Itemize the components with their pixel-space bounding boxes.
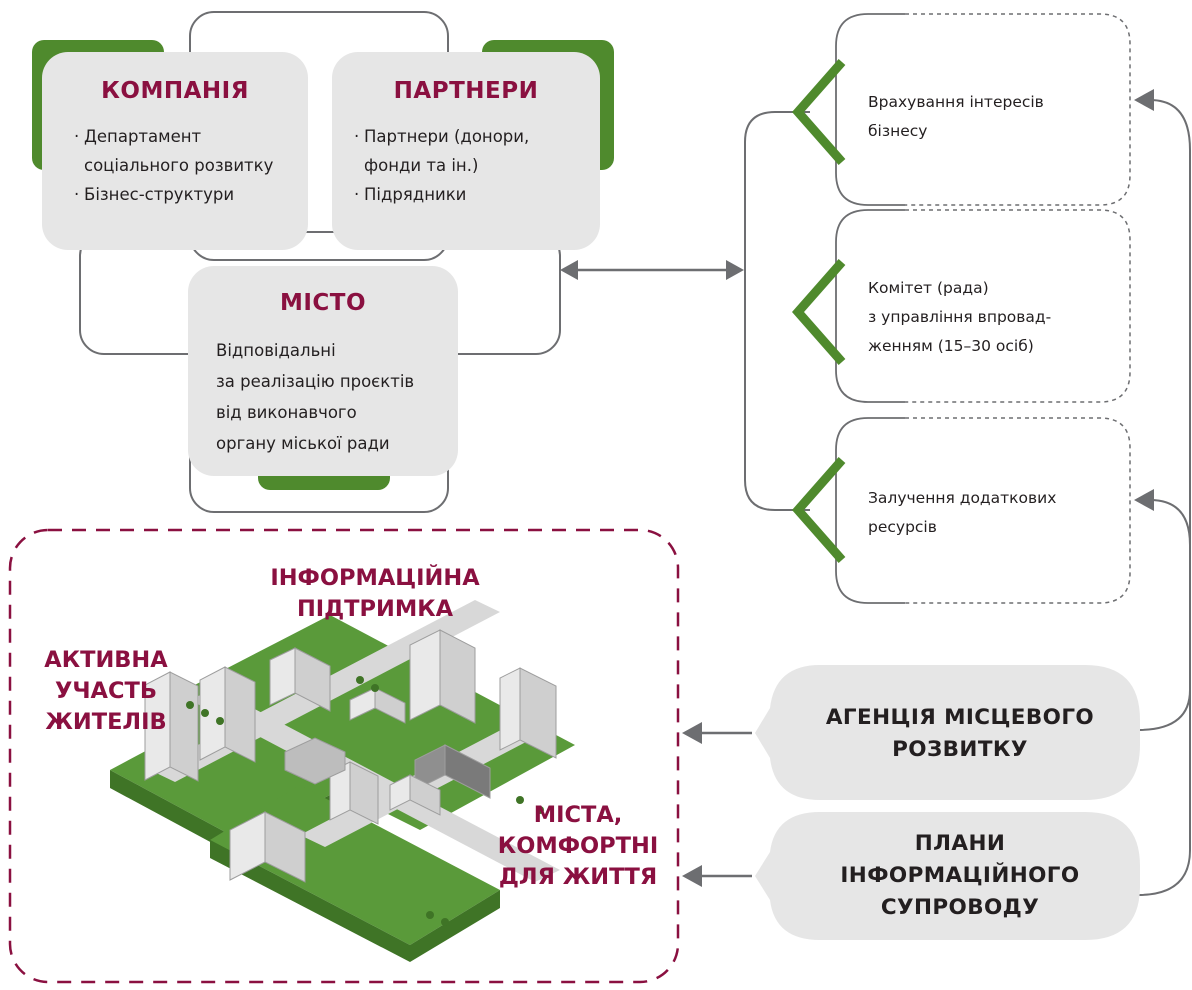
chevron-1 <box>792 59 846 165</box>
plans-bubble <box>755 812 1140 940</box>
right-box-1 <box>835 13 1131 206</box>
city-title: МІСТО <box>279 290 367 316</box>
company-item-1: ·Департамент <box>74 127 202 146</box>
arrow-head-right <box>726 260 744 280</box>
partners-item-1-cont: фонди та ін.) <box>364 156 479 175</box>
info-dashed-frame <box>8 528 680 984</box>
agency-bubble <box>755 665 1140 800</box>
company-box: КОМПАНІЯ ·Департамент соціального розвит… <box>42 52 308 250</box>
chevron-2 <box>792 259 846 365</box>
city-line-1: Відповідальні <box>216 341 336 360</box>
partners-box: ПАРТНЕРИ ·Партнери (донори, фонди та ін.… <box>332 52 600 250</box>
partners-title: ПАРТНЕРИ <box>393 78 539 104</box>
arrow-head-left <box>560 260 578 280</box>
city-illustration <box>110 600 575 962</box>
right-bracket <box>744 111 810 511</box>
city-line-2: за реалізацію проєктів <box>216 372 415 391</box>
agency-arrow <box>682 722 702 744</box>
partners-item-1: ·Партнери (донори, <box>354 127 530 146</box>
return-arrow-bottom <box>1137 499 1191 896</box>
right-box-3 <box>835 417 1131 604</box>
partners-item-2: ·Підрядники <box>354 185 467 204</box>
city-box: МІСТО Відповідальні за реалізацію проєкт… <box>188 266 458 476</box>
company-item-1-cont: соціального розвитку <box>84 156 274 175</box>
right-box-2 <box>835 209 1131 403</box>
plans-arrow <box>682 865 702 887</box>
company-item-2: ·Бізнес-структури <box>74 185 235 204</box>
chevron-3 <box>792 457 846 563</box>
city-line-3: від виконавчого <box>216 403 357 422</box>
right-item-2-text: Комітет (рада)з управління впровад-ження… <box>868 279 1052 355</box>
return-arrow-top <box>1137 99 1191 731</box>
company-title: КОМПАНІЯ <box>101 78 249 104</box>
city-line-4: органу міської ради <box>216 434 390 453</box>
